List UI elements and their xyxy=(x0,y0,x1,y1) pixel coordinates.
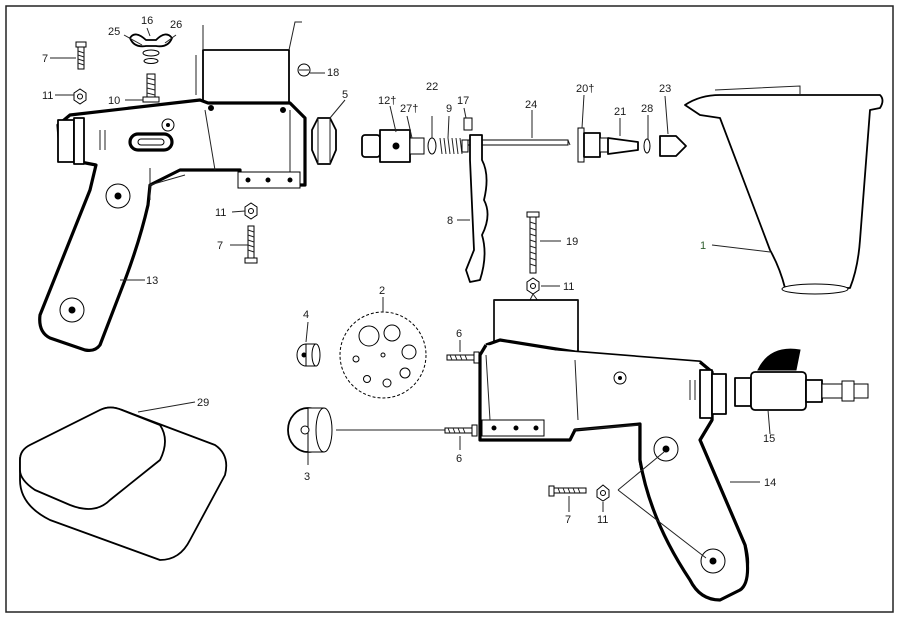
thumbscrew-18 xyxy=(297,63,311,77)
label-11c: 11 xyxy=(563,281,574,293)
label-13: 13 xyxy=(146,275,158,287)
bolt-bottom xyxy=(548,485,587,497)
leader-lines xyxy=(50,27,771,512)
funnel-hopper xyxy=(684,85,884,295)
label-4: 4 xyxy=(303,309,309,321)
large-wheel xyxy=(287,407,333,453)
wing-nut xyxy=(129,33,173,103)
label-9: 9 xyxy=(446,103,452,115)
label-2: 2 xyxy=(379,285,385,297)
label-3: 3 xyxy=(304,471,310,483)
label-28: 28 xyxy=(641,103,653,115)
label-8: 8 xyxy=(447,215,453,227)
label-11a: 11 xyxy=(42,90,53,102)
label-29: 29 xyxy=(197,397,209,409)
bolt-top xyxy=(75,41,87,70)
stencil-disc xyxy=(339,311,427,399)
label-10: 10 xyxy=(108,95,120,107)
label-27: 27† xyxy=(400,103,418,115)
gun-body-left xyxy=(38,21,307,353)
pads xyxy=(19,406,228,561)
label-7c: 7 xyxy=(565,514,571,526)
rod-assembly xyxy=(361,117,571,283)
label-18: 18 xyxy=(327,67,339,79)
label-7b: 7 xyxy=(217,240,223,252)
label-20: 20† xyxy=(576,83,594,95)
label-17: 17 xyxy=(457,95,469,107)
label-21: 21 xyxy=(614,106,626,118)
end-cap-5 xyxy=(311,117,337,165)
air-valve xyxy=(734,348,869,411)
part-labels: 7 11 25 16 26 10 18 5 11 7 13 12† 27† 22… xyxy=(42,15,776,526)
label-7a: 7 xyxy=(42,53,48,65)
label-11b: 11 xyxy=(215,207,226,219)
label-5: 5 xyxy=(342,89,348,101)
small-wheel xyxy=(296,343,321,367)
screw-lower xyxy=(444,424,478,437)
label-11d: 11 xyxy=(597,514,608,526)
label-26: 26 xyxy=(170,19,182,31)
screw-upper xyxy=(446,351,480,364)
label-25: 25 xyxy=(108,26,120,38)
label-16: 16 xyxy=(141,15,153,27)
label-14: 14 xyxy=(764,477,776,489)
label-24: 24 xyxy=(525,99,537,111)
nozzle-assembly xyxy=(577,127,687,163)
label-22: 22 xyxy=(426,81,438,93)
gun-body-right xyxy=(478,299,750,602)
label-6b: 6 xyxy=(456,453,462,465)
bolt-left-mid xyxy=(244,225,258,264)
label-15: 15 xyxy=(763,433,775,445)
label-19: 19 xyxy=(566,236,578,248)
label-6a: 6 xyxy=(456,328,462,340)
label-23: 23 xyxy=(659,83,671,95)
label-1: 1 xyxy=(700,240,706,252)
label-12: 12† xyxy=(378,95,396,107)
bolt-center xyxy=(526,211,540,274)
